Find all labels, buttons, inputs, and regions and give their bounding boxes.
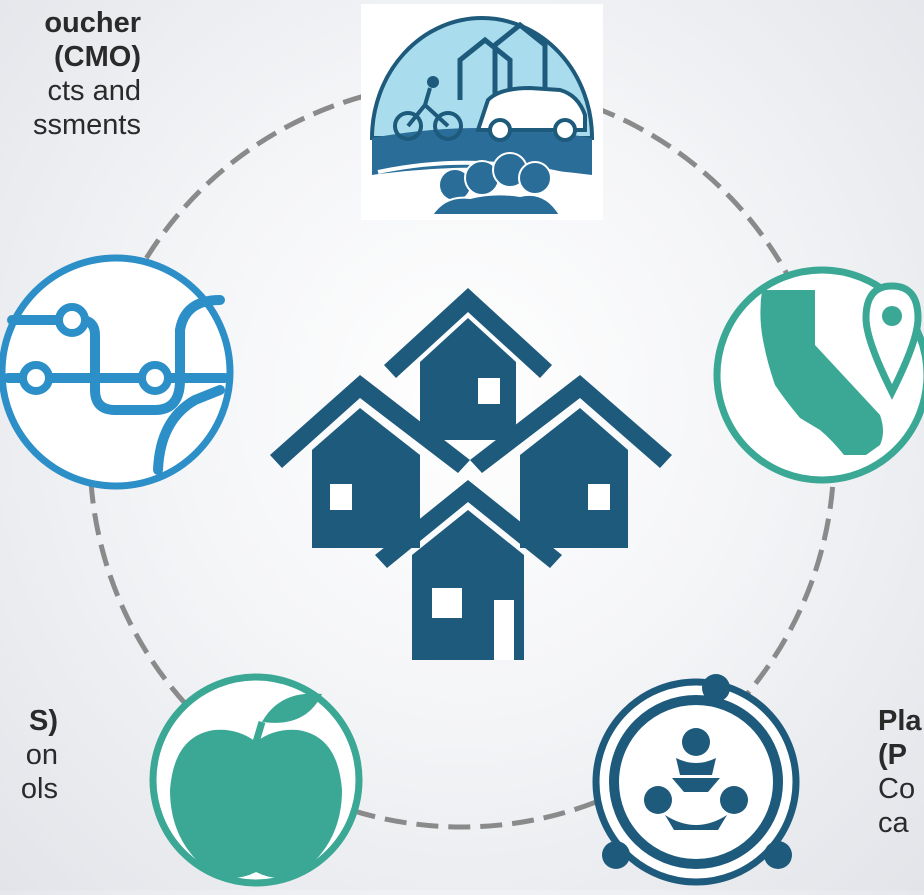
top-left-label: oucher (CMO) cts and ssments — [33, 6, 141, 142]
bottom-left-title: S) — [29, 705, 58, 737]
bottom-left-line2: on — [25, 739, 58, 771]
top-left-title-line1: oucher — [44, 7, 141, 39]
bottom-right-line4: ca — [878, 807, 909, 839]
community-mobility-logo-icon — [361, 4, 603, 220]
top-left-line3: cts and — [47, 75, 142, 107]
bottom-right-title-line1: Pla — [878, 705, 922, 737]
top-left-line4: ssments — [33, 109, 141, 141]
bottom-right-label: Pla (P Co ca — [878, 704, 922, 840]
california-location-pin-icon — [713, 266, 924, 484]
transit-network-map-icon — [0, 254, 234, 490]
houses-cluster-icon — [270, 288, 672, 660]
top-left-title-line2: (CMO) — [54, 41, 141, 73]
bottom-right-title-line2: (P — [878, 739, 907, 771]
bottom-right-line3: Co — [878, 773, 916, 805]
bottom-left-line3: ols — [20, 773, 58, 805]
apple-icon — [149, 673, 363, 887]
collaboration-people-icon — [592, 674, 800, 886]
bottom-left-label: S) on ols — [21, 704, 58, 806]
